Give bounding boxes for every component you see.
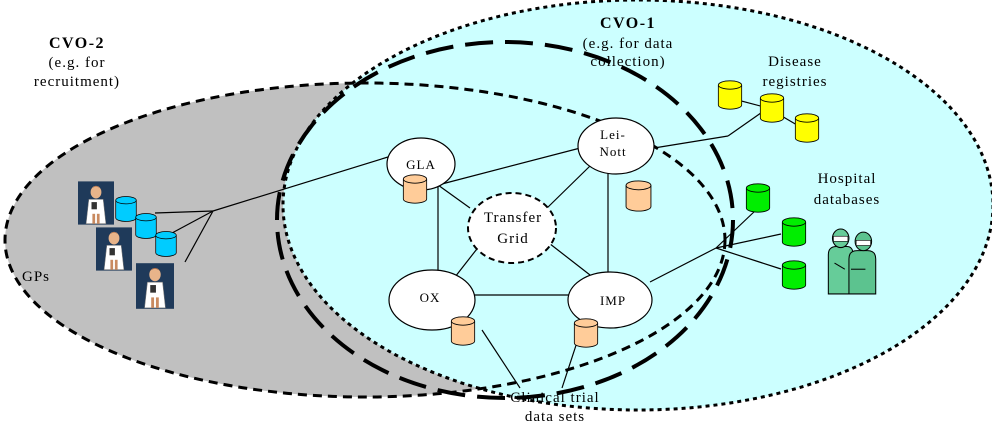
imp-database-icon: [573, 318, 599, 348]
doctor-icon: [135, 262, 175, 310]
doctor-icon: [95, 226, 133, 272]
node-transfer-grid: [467, 192, 557, 264]
clinical-label-2: data sets: [525, 409, 585, 425]
node-ox-label: OX: [420, 290, 441, 305]
hospital-database-icon: [745, 183, 771, 213]
ox-database-icon: [450, 316, 476, 346]
clinical-label-1: Clinical trial: [510, 390, 599, 406]
cvo2-subtitle-2: recruitment): [34, 74, 120, 90]
node-imp: [567, 271, 653, 329]
hospital-label-1: Hospital: [818, 171, 877, 187]
disease-database-icon: [717, 80, 743, 110]
node-lei-nott: [577, 117, 655, 175]
disease-label-2: registries: [763, 74, 828, 90]
node-imp-label: IMP: [600, 293, 626, 308]
grid-boundary: [275, 40, 735, 400]
gla-database-icon: [402, 174, 428, 204]
node-lei-label-1: Lei-: [600, 127, 626, 142]
doctor-icon: [77, 180, 115, 226]
cvo2-subtitle-1: (e.g. for: [49, 55, 106, 71]
cvo1-subtitle-2: collection): [590, 54, 665, 70]
gp-database-icon: [115, 196, 137, 222]
disease-database-icon: [794, 113, 820, 143]
node-lei-label-2: Nott: [599, 144, 626, 159]
lei-nott-database-icon: [625, 180, 652, 212]
cvo1-subtitle-1: (e.g. for data: [583, 36, 674, 52]
cvo2-title: CVO-2: [49, 35, 105, 52]
hospital-database-icon: [781, 260, 807, 290]
node-gla-label: GLA: [406, 157, 436, 172]
hospital-label-2: databases: [814, 192, 880, 208]
gp-database-icon: [155, 231, 177, 257]
node-transfer-label-2: Grid: [497, 231, 529, 247]
gp-database-icon: [135, 213, 157, 239]
node-transfer-label-1: Transfer: [484, 210, 542, 226]
gps-label: GPs: [22, 269, 50, 285]
hospital-database-icon: [781, 217, 807, 247]
node-ox: [388, 269, 476, 331]
disease-label-1: Disease: [768, 54, 822, 70]
disease-database-icon: [759, 93, 785, 123]
cvo1-title: CVO-1: [600, 15, 656, 32]
